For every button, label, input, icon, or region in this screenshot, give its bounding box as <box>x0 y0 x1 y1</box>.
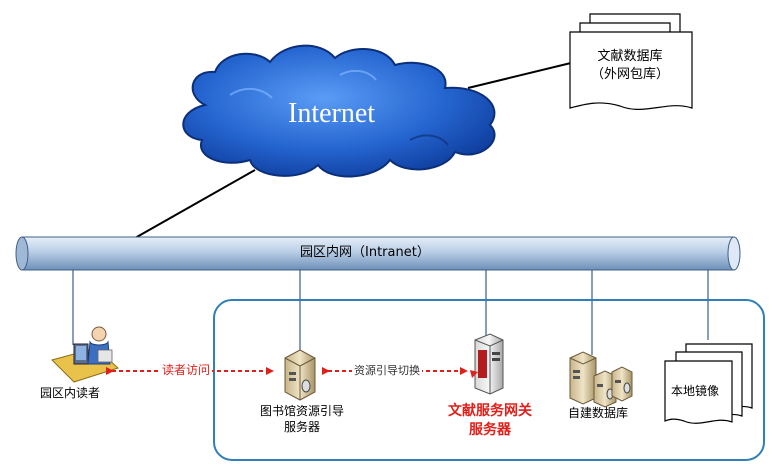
intranet-pipe <box>15 236 741 271</box>
reader-icon <box>51 326 119 383</box>
drop-lines <box>72 270 709 355</box>
literature-db-line1: 文献数据库 <box>597 49 663 64</box>
local-db-label: 自建数据库 <box>568 406 629 420</box>
gateway-server-line2: 服务器 <box>469 422 511 438</box>
internet-label: Internet <box>288 98 376 129</box>
mirror-docs-icon <box>664 343 753 424</box>
internet-cloud <box>182 44 496 178</box>
gateway-server-label: 文献服务网关 服务器 <box>425 402 555 440</box>
resource-switch-label: 资源引导切换 <box>352 363 422 378</box>
guide-server-line2: 服务器 <box>283 420 320 434</box>
guide-server-icon <box>284 349 316 401</box>
literature-db-label: 文献数据库 （外网包库） <box>580 48 680 84</box>
literature-db-line2: （外网包库） <box>590 67 669 82</box>
mirror-label: 本地镜像 <box>671 384 720 398</box>
reader-label: 园区内读者 <box>40 386 101 400</box>
intranet-label: 园区内网（Intranet） <box>300 245 430 260</box>
local-db-servers-icon <box>569 351 633 408</box>
campus-frame <box>213 299 765 461</box>
guide-server-label: 图书馆资源引导 服务器 <box>232 403 372 435</box>
internet-to-db-line <box>467 61 576 89</box>
gateway-server-line1: 文献服务网关 <box>448 403 532 419</box>
literature-db-icon <box>569 13 693 110</box>
internet-to-intranet-line <box>134 169 256 239</box>
gateway-server-icon <box>470 333 504 395</box>
reader-access-label: 读者访问 <box>160 363 213 378</box>
guide-server-line1: 图书馆资源引导 <box>259 404 344 418</box>
